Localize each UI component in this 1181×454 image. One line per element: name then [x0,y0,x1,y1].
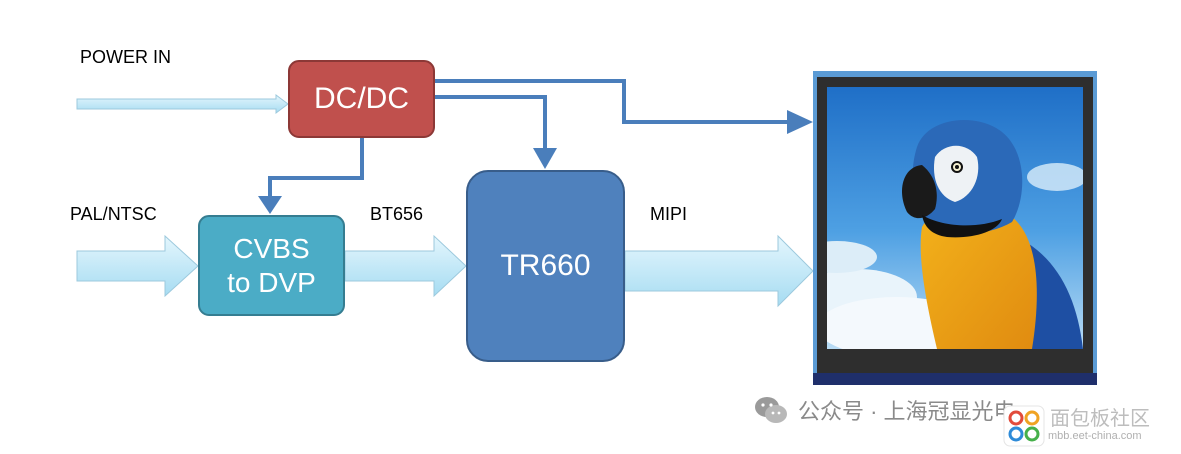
display-bottom-bar [813,373,1097,385]
tr660-label: TR660 [500,249,591,282]
dcdc-to-tr660-connector [435,95,547,152]
cloud-4 [1027,163,1083,191]
parrot-body [920,206,1037,349]
dcdc-to-cvbs-connector [268,138,364,200]
parrot-beak [902,165,937,219]
parrot-face [933,145,979,202]
dcdc-label: DC/DC [314,82,409,115]
wechat-icon [755,397,787,423]
cvbs-label-line1: CVBS [233,232,310,264]
wechat-watermark: 公众号 · 上海冠显光电 [754,393,1016,427]
community-site-text: mbb.eet-china.com [1048,430,1142,442]
display-bezel [817,77,1093,373]
mipi-arrow [624,234,814,308]
bt656-arrow [344,234,467,298]
cvbs-label-line2: to DVP [227,266,316,298]
watermark-text: 公众号 · 上海冠显光电 [798,399,1016,424]
pal-ntsc-arrow [76,234,199,298]
dcdc-to-cvbs-arrowhead [258,196,282,214]
cloud-3 [827,241,877,273]
power-in-label: POWER IN [80,47,172,67]
lcd-display [813,71,1097,385]
mipi-label: MIPI [650,204,688,224]
parrot-pupil [955,165,959,169]
dcdc-to-display-connector [435,79,790,124]
dcdc-block: DC/DC [288,60,435,138]
dcdc-to-display-arrowhead [787,110,813,134]
bt656-label: BT656 [370,204,424,224]
parrot-photo [827,87,1083,349]
pal-ntsc-label: PAL/NTSC [70,204,157,224]
community-overlay-text: 面包板社区 [1050,408,1150,430]
dcdc-to-tr660-arrowhead [533,148,557,169]
parrot-throat [922,215,1002,238]
community-logo-icon [1003,405,1045,447]
cvbs-to-dvp-block: CVBS to DVP [198,215,345,316]
power-in-arrow [76,94,289,114]
tr660-block: TR660 [466,170,625,362]
